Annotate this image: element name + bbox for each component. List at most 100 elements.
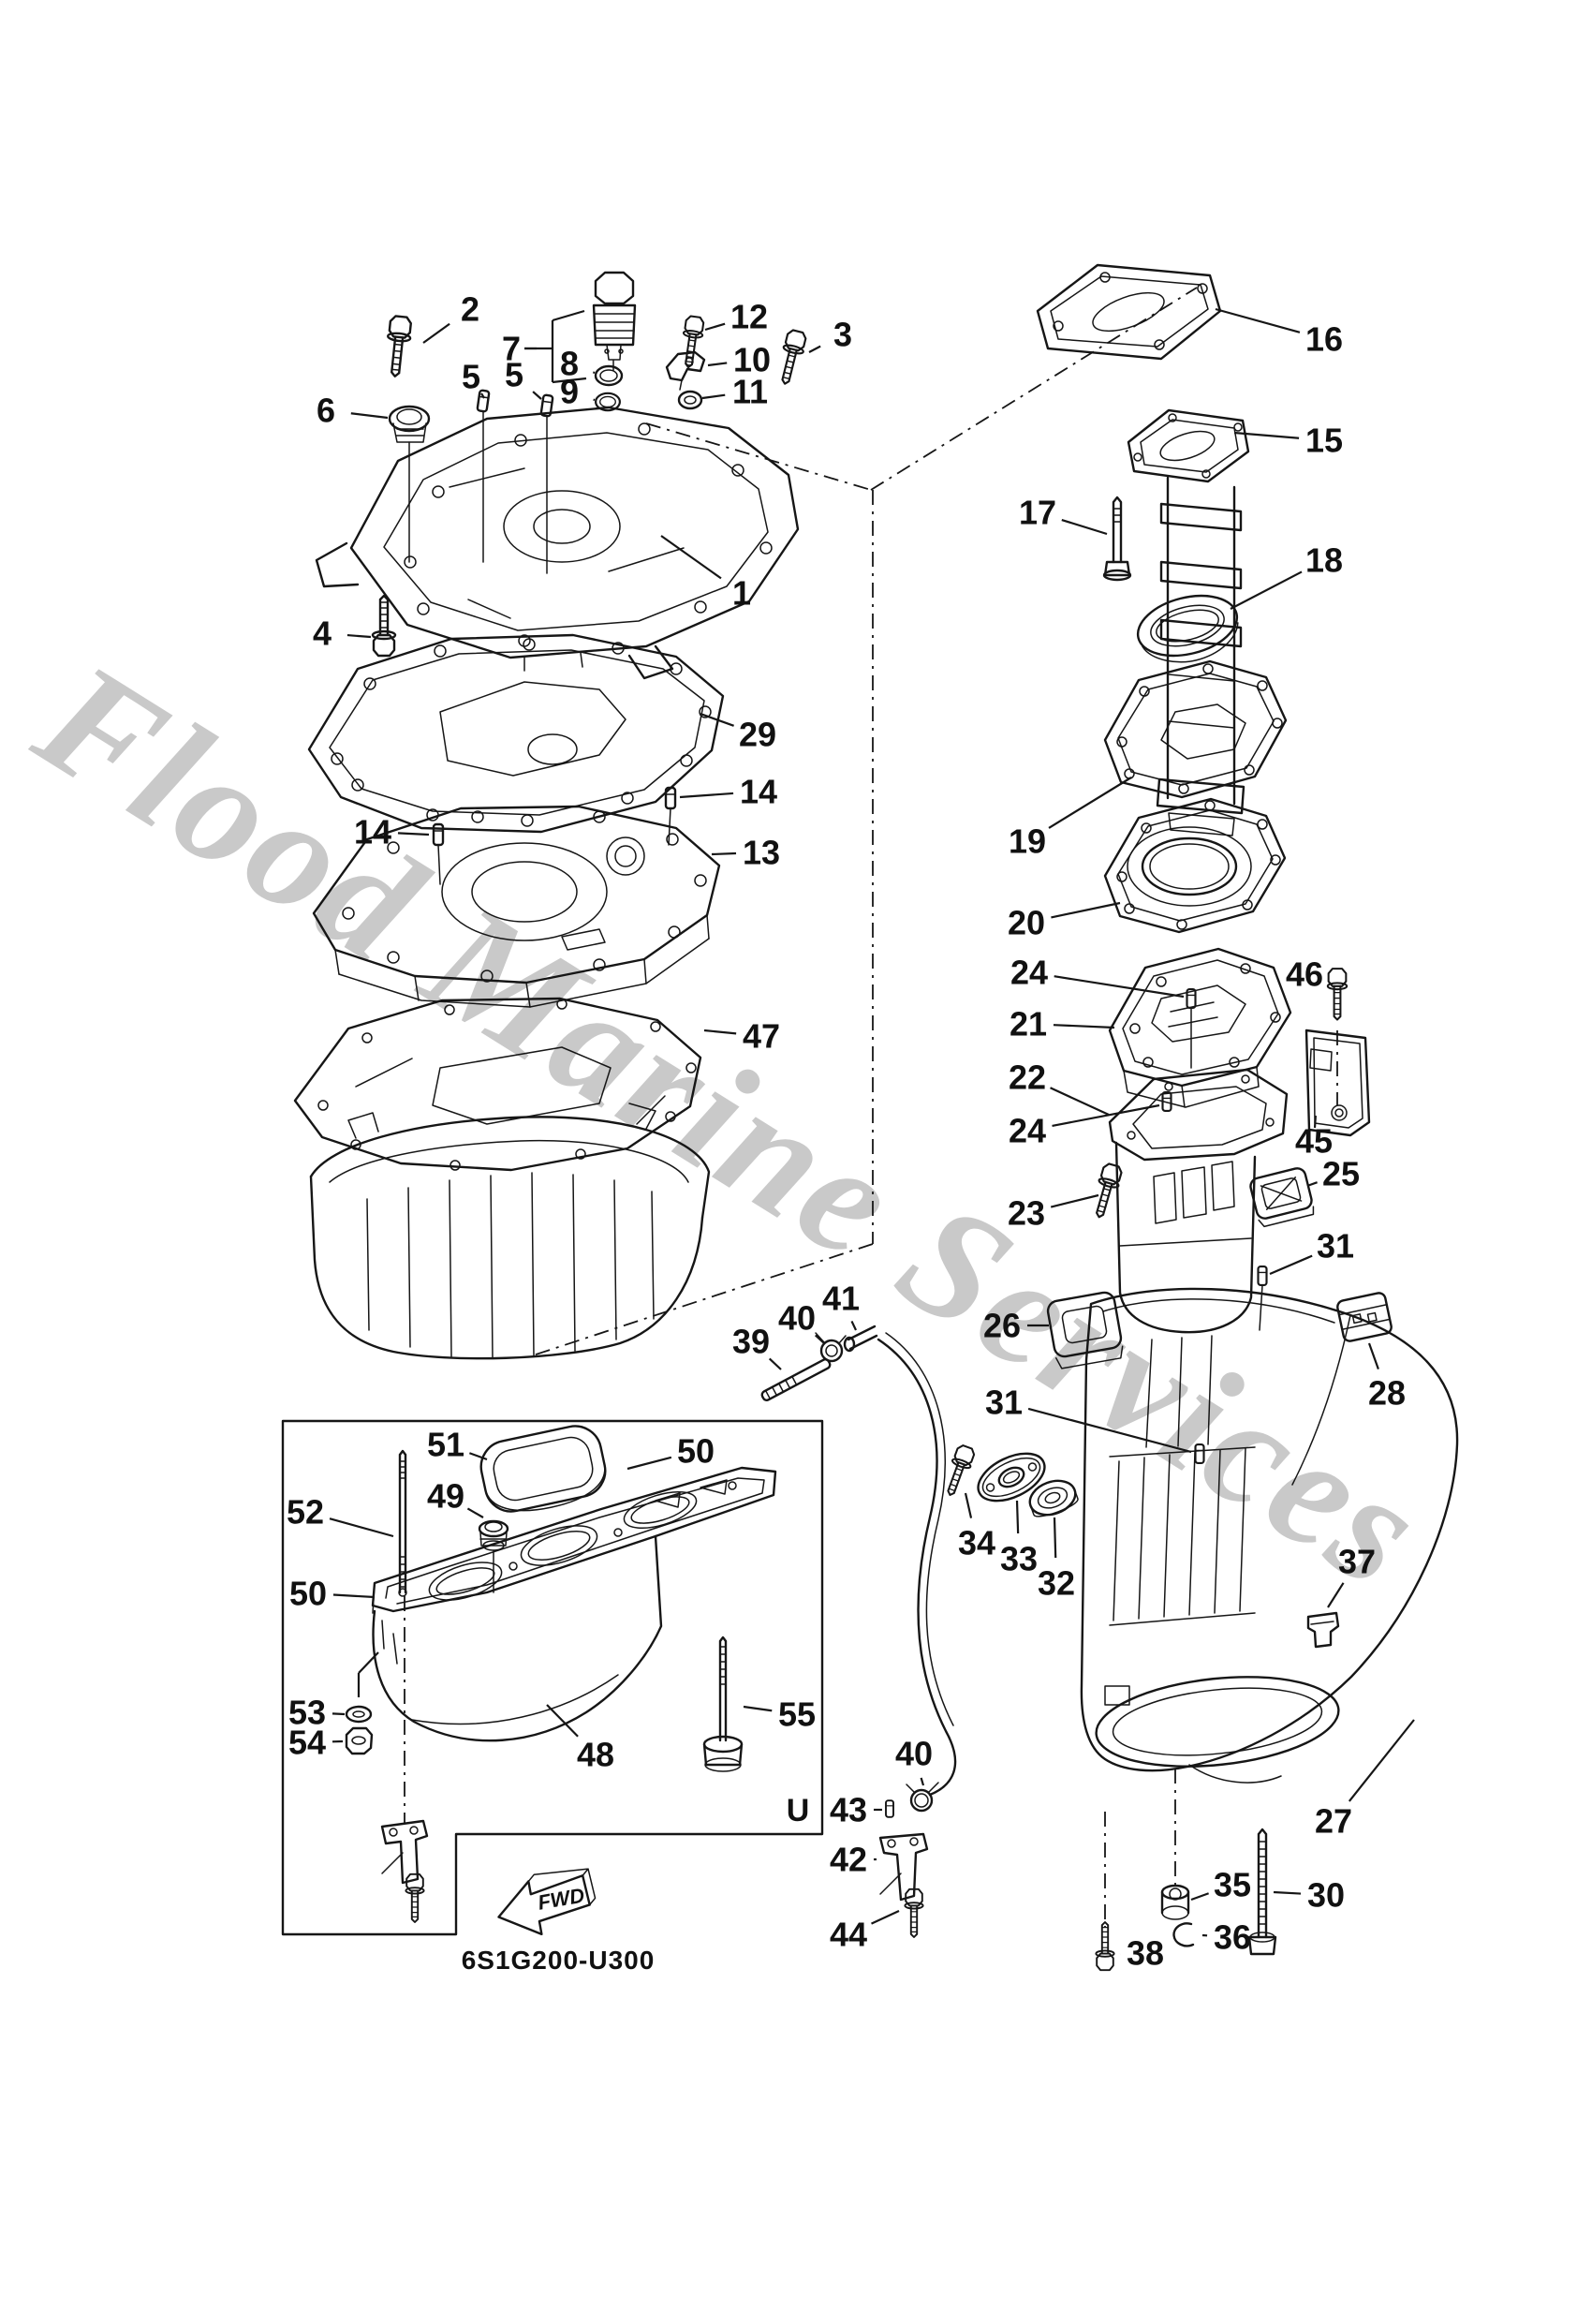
callout-28: 28 xyxy=(1368,1374,1406,1413)
plug-6-icon xyxy=(388,405,431,563)
clip-36-icon xyxy=(1172,1922,1195,1947)
leader-8 xyxy=(592,371,596,375)
callout-31a: 31 xyxy=(1317,1227,1354,1266)
part-gasket-19 xyxy=(1103,659,1288,799)
bolt-55-icon xyxy=(702,1636,744,1772)
leader-4 xyxy=(346,633,372,639)
clamp-40-upper-icon xyxy=(815,1332,847,1363)
callout-55: 55 xyxy=(778,1695,816,1734)
leader-1 xyxy=(660,535,722,580)
construction-line-13 xyxy=(358,1651,379,1674)
callout-8: 8 xyxy=(560,345,579,383)
leader-14b xyxy=(679,792,734,799)
callout-40a: 40 xyxy=(778,1299,816,1338)
inset-box-outline xyxy=(281,1419,824,1936)
part-mount-25 xyxy=(1249,1167,1315,1228)
bracket-48-mount-icon xyxy=(380,1819,429,1885)
callout-18: 18 xyxy=(1305,541,1343,580)
leader-51 xyxy=(468,1452,488,1461)
callout-45: 45 xyxy=(1295,1122,1333,1161)
leader-39 xyxy=(768,1357,782,1370)
leader-55 xyxy=(743,1705,773,1712)
callout-14b: 14 xyxy=(740,773,777,811)
callout-23: 23 xyxy=(1008,1194,1045,1233)
leader-14a xyxy=(397,832,430,836)
callout-21: 21 xyxy=(1010,1005,1047,1044)
part-lower-unit-48 xyxy=(371,1466,777,1742)
part-muffler-15 xyxy=(1127,408,1250,836)
callout-22: 22 xyxy=(1009,1058,1046,1097)
callout-44: 44 xyxy=(830,1916,867,1954)
leader-49 xyxy=(466,1507,484,1518)
callout-12: 12 xyxy=(730,298,768,336)
part-gasket-20 xyxy=(1103,797,1287,934)
leader-30 xyxy=(1273,1890,1302,1895)
leader-25 xyxy=(1306,1181,1318,1188)
part-seal-32 xyxy=(1028,1479,1079,1517)
leader-24b xyxy=(1052,1103,1160,1128)
water-hose xyxy=(877,1332,957,1797)
construction-line-3 xyxy=(552,377,587,384)
leader-6 xyxy=(350,412,389,420)
bolt-46-icon xyxy=(1326,968,1349,1021)
callout-36: 36 xyxy=(1214,1918,1251,1957)
construction-lines xyxy=(357,287,1338,1928)
part-driveshaft-housing-upper xyxy=(1108,1068,1289,1334)
leader-15 xyxy=(1233,431,1300,439)
bolt-3-icon xyxy=(774,328,809,388)
leader-44 xyxy=(871,1910,900,1925)
callout-47: 47 xyxy=(743,1017,780,1056)
callout-51: 51 xyxy=(427,1426,464,1464)
callout-32: 32 xyxy=(1038,1564,1075,1603)
callout-50a: 50 xyxy=(677,1432,715,1471)
leader-24a xyxy=(1054,975,1185,999)
inset-view-label: U xyxy=(787,1793,810,1828)
pin-43-icon xyxy=(885,1799,894,1818)
callout-29: 29 xyxy=(739,716,776,754)
leader-50b xyxy=(332,1593,376,1599)
leader-16 xyxy=(1215,307,1301,333)
construction-line-5 xyxy=(870,287,1198,491)
oring-8-icon xyxy=(594,364,624,387)
part-lower-casing-27 xyxy=(1080,1287,1459,1784)
stud-52-icon xyxy=(398,1449,407,1594)
callout-2: 2 xyxy=(461,290,479,329)
bolt-2-icon xyxy=(382,314,414,379)
leader-3 xyxy=(808,345,821,353)
construction-line-4 xyxy=(645,422,872,491)
leader-20 xyxy=(1051,901,1121,919)
part-adapter-21 xyxy=(1108,947,1292,1108)
plug-7-icon xyxy=(592,271,637,371)
pin-31-upper-icon xyxy=(1257,1266,1268,1286)
diagram-line-art xyxy=(281,263,1459,1972)
leader-18 xyxy=(1230,570,1303,610)
part-plate-45 xyxy=(1304,1029,1371,1137)
callout-24a: 24 xyxy=(1010,954,1048,992)
callout-43: 43 xyxy=(830,1791,867,1829)
callout-40b: 40 xyxy=(895,1735,933,1773)
leader-19 xyxy=(1048,777,1132,829)
callout-50b: 50 xyxy=(289,1575,327,1613)
leader-28 xyxy=(1367,1342,1379,1369)
callout-9: 9 xyxy=(560,373,579,411)
leader-35 xyxy=(1190,1892,1210,1902)
bolt-12-icon xyxy=(677,314,706,370)
callout-34: 34 xyxy=(958,1524,995,1562)
leader-2 xyxy=(422,322,450,344)
leader-10 xyxy=(707,362,728,367)
callout-15: 15 xyxy=(1305,422,1343,460)
leader-5b xyxy=(532,391,542,400)
part-plate-13 xyxy=(312,805,721,1008)
callout-53: 53 xyxy=(288,1694,326,1732)
ring-51-icon xyxy=(479,1425,607,1513)
callout-35: 35 xyxy=(1214,1866,1251,1904)
bolt-30-icon xyxy=(1247,1828,1277,1956)
callout-31b: 31 xyxy=(985,1384,1023,1422)
callout-3: 3 xyxy=(833,316,852,354)
grommet-49-icon xyxy=(478,1519,509,1593)
leader-40b xyxy=(920,1777,925,1786)
leader-50a xyxy=(626,1456,672,1471)
leader-48 xyxy=(546,1704,579,1738)
